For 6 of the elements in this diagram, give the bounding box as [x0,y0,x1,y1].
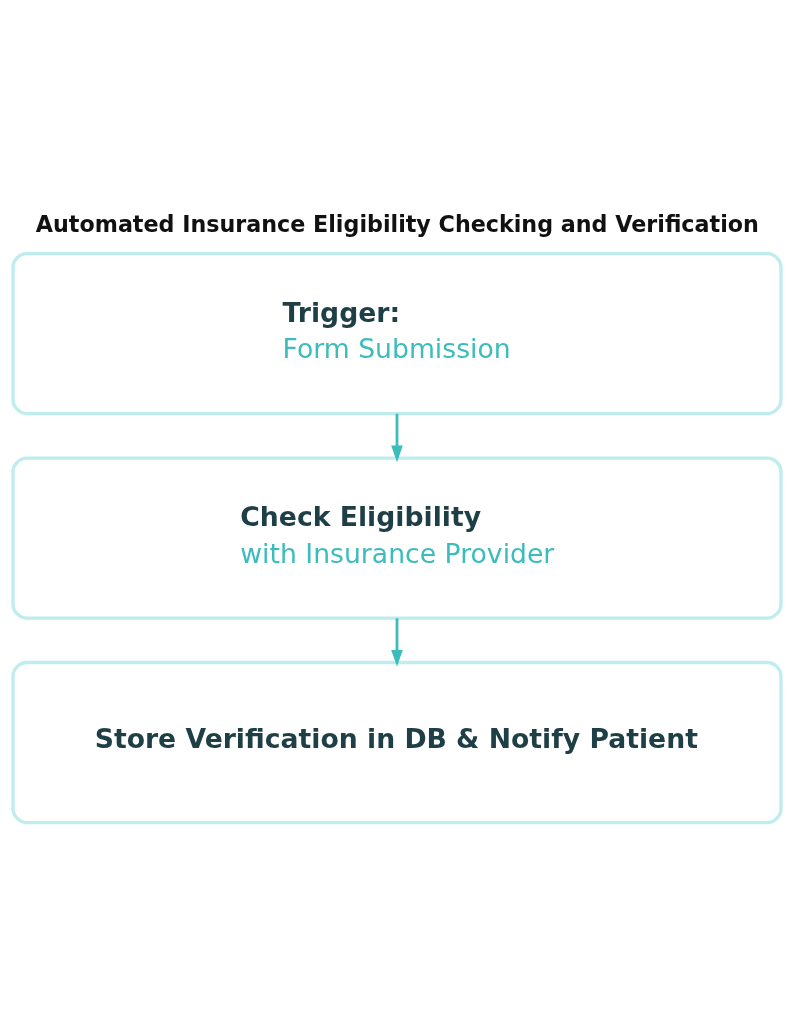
arrow [391,413,403,462]
diagram-title: Automated Insurance Eligibility Checking and Verification [35,210,759,237]
arrow [391,617,403,667]
node-box: Store Verification in DB & Notify Patient [11,660,783,824]
node-box: Check Eligibility with Insurance Provider [11,455,783,620]
node-box: Trigger: Form Submission [11,251,783,415]
